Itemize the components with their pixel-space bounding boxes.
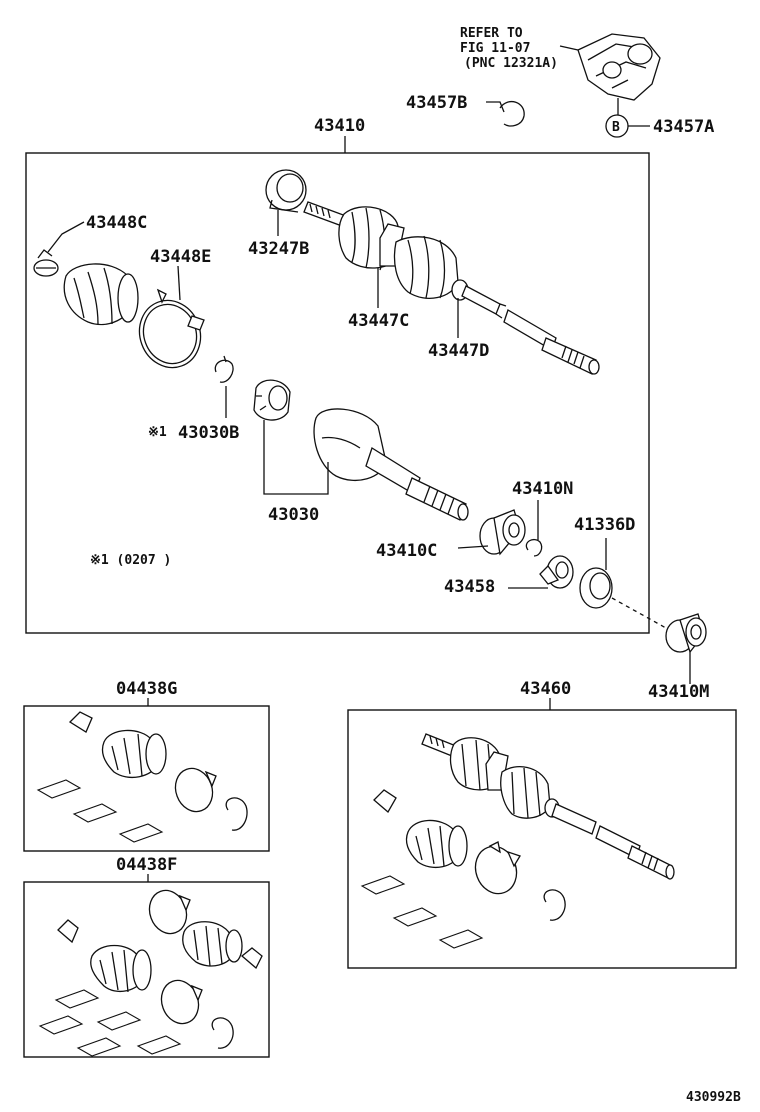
- oil-seal-41336D: [579, 567, 613, 609]
- label-43457A: 43457A: [653, 117, 714, 137]
- label-43410N: 43410N: [512, 479, 573, 499]
- drive-shaft-43410: [303, 201, 600, 375]
- transmission-case-reference: [559, 33, 661, 116]
- kit-box-04438G: [23, 705, 270, 852]
- bearing-43410C: [479, 509, 526, 556]
- assembly-box-43460: [347, 709, 737, 969]
- label-43458: 43458: [444, 577, 495, 597]
- kit-04438G-parts: [36, 711, 248, 843]
- kit-43460-parts: [360, 789, 566, 949]
- label-04438F: 04438F: [116, 855, 177, 875]
- leader-dashed-43410M: [611, 597, 667, 629]
- label-04438G: 04438G: [116, 679, 177, 699]
- label-43410M: 43410M: [648, 682, 709, 702]
- label-41336D: 41336D: [574, 515, 635, 535]
- label-43447C: 43447C: [348, 311, 409, 331]
- dust-seal-43247B: [265, 169, 307, 213]
- label-43030B: 43030B: [178, 423, 239, 443]
- refer-line1: REFER TO: [460, 26, 523, 41]
- inner-joint-43030: [313, 408, 469, 521]
- label-43030: 43030: [268, 505, 319, 525]
- note-text: ※1 (0207 ): [90, 553, 171, 568]
- assembly-box-43410: [25, 152, 650, 634]
- label-43410: 43410: [314, 116, 365, 136]
- snap-ring-43457B: [486, 100, 525, 127]
- label-43448C: 43448C: [86, 213, 147, 233]
- label-43247B: 43247B: [248, 239, 309, 259]
- kit-04438F-parts: [38, 889, 263, 1057]
- boot-outboard: [63, 263, 139, 326]
- drive-shaft-43460: [421, 733, 675, 880]
- joint-ring-43030: [253, 379, 291, 421]
- circle-b-letter: B: [612, 120, 620, 135]
- boot-clamp-43448C: [33, 249, 59, 277]
- boot-clamp-43448E: [138, 288, 205, 369]
- refer-line3: (PNC 12321A): [464, 56, 558, 71]
- label-43410C: 43410C: [376, 541, 437, 561]
- note-mark-43030B: ※1: [148, 425, 167, 440]
- bearing-43410M: [665, 613, 707, 654]
- kit-box-04438F: [23, 881, 270, 1058]
- clip-43030B: [214, 355, 234, 383]
- label-43457B: 43457B: [406, 93, 467, 113]
- bearing-43458: [539, 555, 574, 589]
- label-43448E: 43448E: [150, 247, 211, 267]
- refer-line2: FIG 11-07: [460, 41, 530, 56]
- diagram-code: 430992B: [686, 1090, 741, 1105]
- snap-ring-43410N: [525, 538, 543, 557]
- label-43460: 43460: [520, 679, 571, 699]
- label-43447D: 43447D: [428, 341, 489, 361]
